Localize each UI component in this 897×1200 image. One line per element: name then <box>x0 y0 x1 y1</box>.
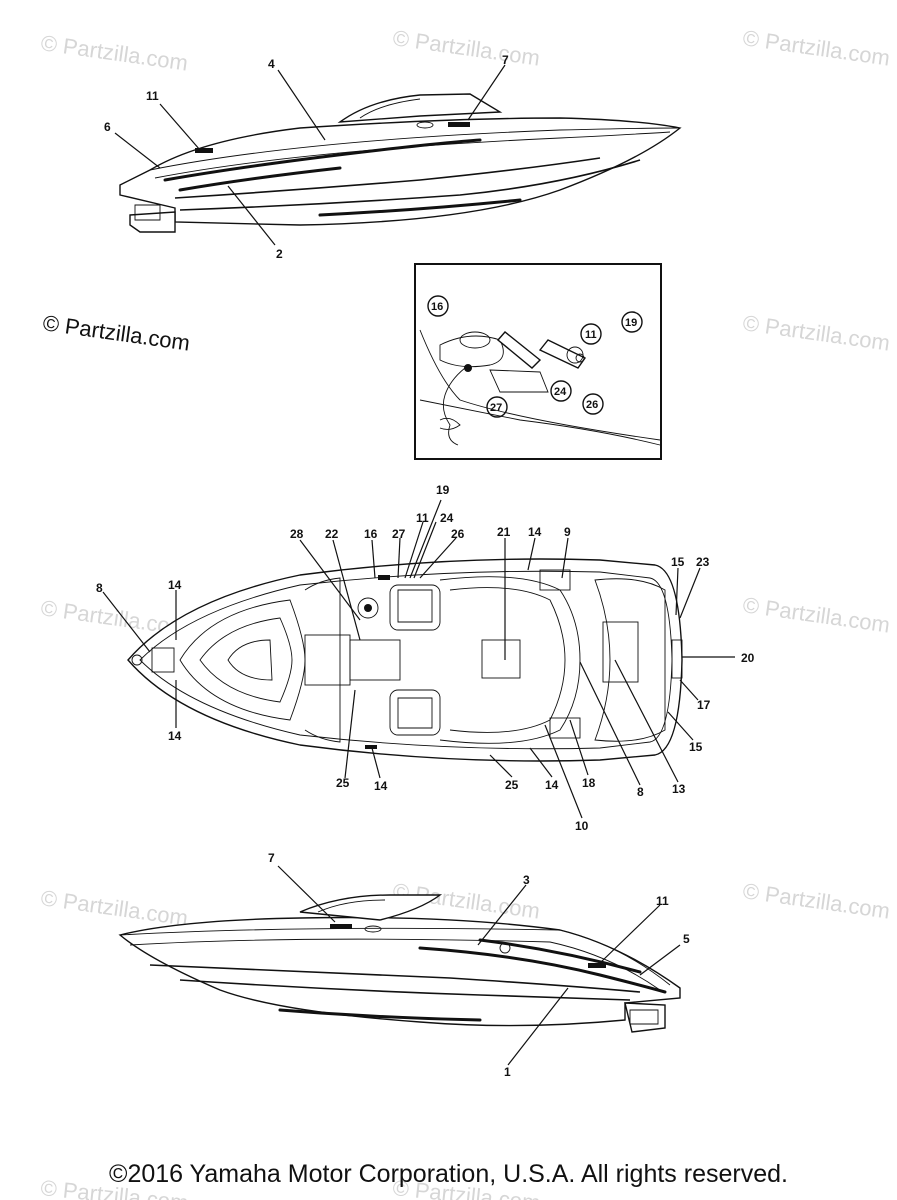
callout-16: 16 <box>431 301 443 313</box>
watermark: © Partzilla.com <box>741 592 891 637</box>
callout-14-deck-bottom: 14 <box>545 778 559 792</box>
watermark: © Partzilla.com <box>391 25 541 70</box>
callout-8-deck: 8 <box>637 785 644 799</box>
callout-27: 27 <box>490 402 502 414</box>
callout-19: 19 <box>625 317 637 329</box>
callout-26-deck: 26 <box>451 527 465 541</box>
watermark: © Partzilla.com <box>39 30 189 75</box>
callout-15-top: 15 <box>671 555 685 569</box>
boat-side-view-bottom: 7 3 11 5 1 <box>118 851 690 1079</box>
callout-17: 17 <box>697 698 711 712</box>
callout-7-bottom: 7 <box>268 851 275 865</box>
callout-3: 3 <box>523 873 530 887</box>
watermark: © Partzilla.com <box>741 310 891 355</box>
callout-11-inset: 11 <box>585 329 597 341</box>
callout-28: 28 <box>290 527 304 541</box>
boat-top-view: 8 14 14 28 22 16 27 11 19 24 26 21 14 9 … <box>96 483 755 833</box>
callout-26: 26 <box>586 399 598 411</box>
callout-1: 1 <box>504 1065 511 1079</box>
callout-22: 22 <box>325 527 339 541</box>
callout-11-bottom: 11 <box>656 894 669 908</box>
callout-24-deck: 24 <box>440 511 454 525</box>
watermark: © Partzilla.com <box>741 878 891 923</box>
callout-14-bow-top: 14 <box>168 578 182 592</box>
callout-15-bottom: 15 <box>689 740 703 754</box>
callout-11: 11 <box>146 89 159 103</box>
callout-11-deck: 11 <box>416 511 429 525</box>
callout-27-deck: 27 <box>392 527 406 541</box>
copyright-notice: ©2016 Yamaha Motor Corporation, U.S.A. A… <box>109 1160 788 1188</box>
callout-4: 4 <box>268 57 275 71</box>
callout-13: 13 <box>672 782 686 796</box>
callout-25-right: 25 <box>505 778 519 792</box>
callout-21: 21 <box>497 525 511 539</box>
watermark: © Partzilla.com <box>741 25 891 70</box>
callout-14-deck-top: 14 <box>528 525 542 539</box>
callout-23: 23 <box>696 555 710 569</box>
callout-9: 9 <box>564 525 571 539</box>
callout-14-bow-bottom: 14 <box>168 729 182 743</box>
callout-25-left: 25 <box>336 776 350 790</box>
callout-19-deck: 19 <box>436 483 450 497</box>
callout-10: 10 <box>575 819 589 833</box>
watermark-prominent: © Partzilla.com <box>41 310 191 355</box>
inset-detail-box: 16 19 11 24 26 27 <box>414 263 662 460</box>
callout-20: 20 <box>741 651 755 665</box>
callout-24: 24 <box>554 386 567 398</box>
callout-14-deck-left: 14 <box>374 779 388 793</box>
callout-6: 6 <box>104 120 111 134</box>
callout-5: 5 <box>683 932 690 946</box>
watermark: © Partzilla.com <box>39 885 189 930</box>
boat-side-view-top: 6 11 4 7 2 <box>104 53 682 261</box>
callout-18: 18 <box>582 776 596 790</box>
callout-16-deck: 16 <box>364 527 378 541</box>
callout-2: 2 <box>276 247 283 261</box>
callout-8-bow: 8 <box>96 581 103 595</box>
callout-7: 7 <box>502 53 509 67</box>
